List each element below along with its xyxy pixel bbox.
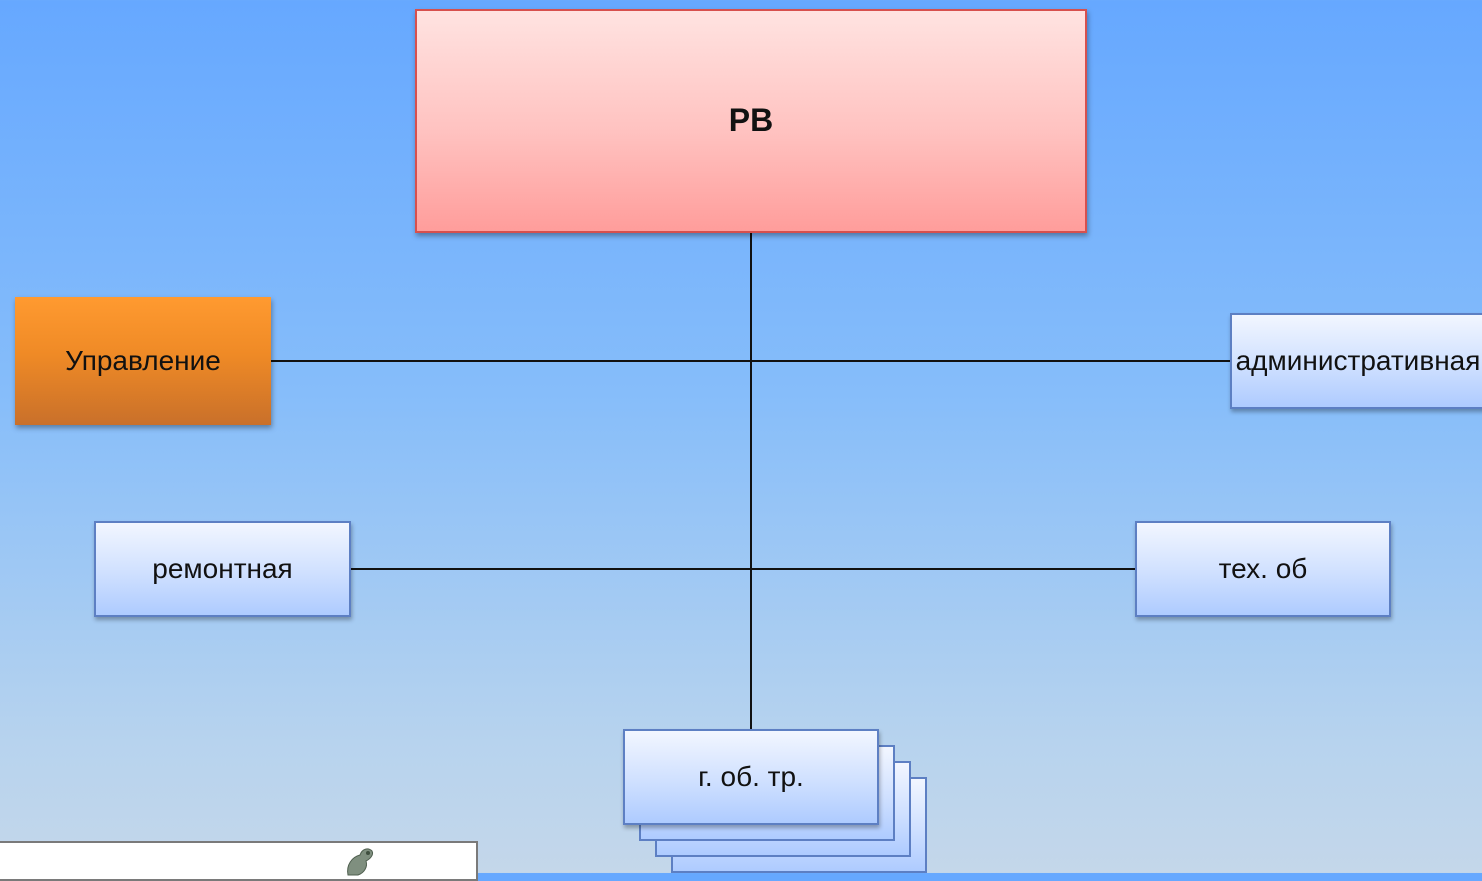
- logo-panel: [0, 841, 478, 881]
- repair-node-label: ремонтная: [152, 552, 293, 584]
- root-node-label: РВ: [728, 102, 774, 139]
- technical-node-label: тех. об: [1218, 552, 1308, 584]
- root-node: РВ: [415, 9, 1087, 233]
- administrative-node: административная: [1230, 313, 1482, 409]
- repair-node: ремонтная: [94, 521, 351, 617]
- logo-icon: [347, 848, 373, 876]
- bottom-node: г. об. тр.: [623, 729, 879, 825]
- administrative-node-label: административная: [1235, 344, 1481, 376]
- management-node: Управление: [15, 297, 271, 425]
- technical-node: тех. об: [1135, 521, 1391, 617]
- bottom-node-label: г. об. тр.: [698, 760, 804, 792]
- management-node-label: Управление: [65, 344, 221, 376]
